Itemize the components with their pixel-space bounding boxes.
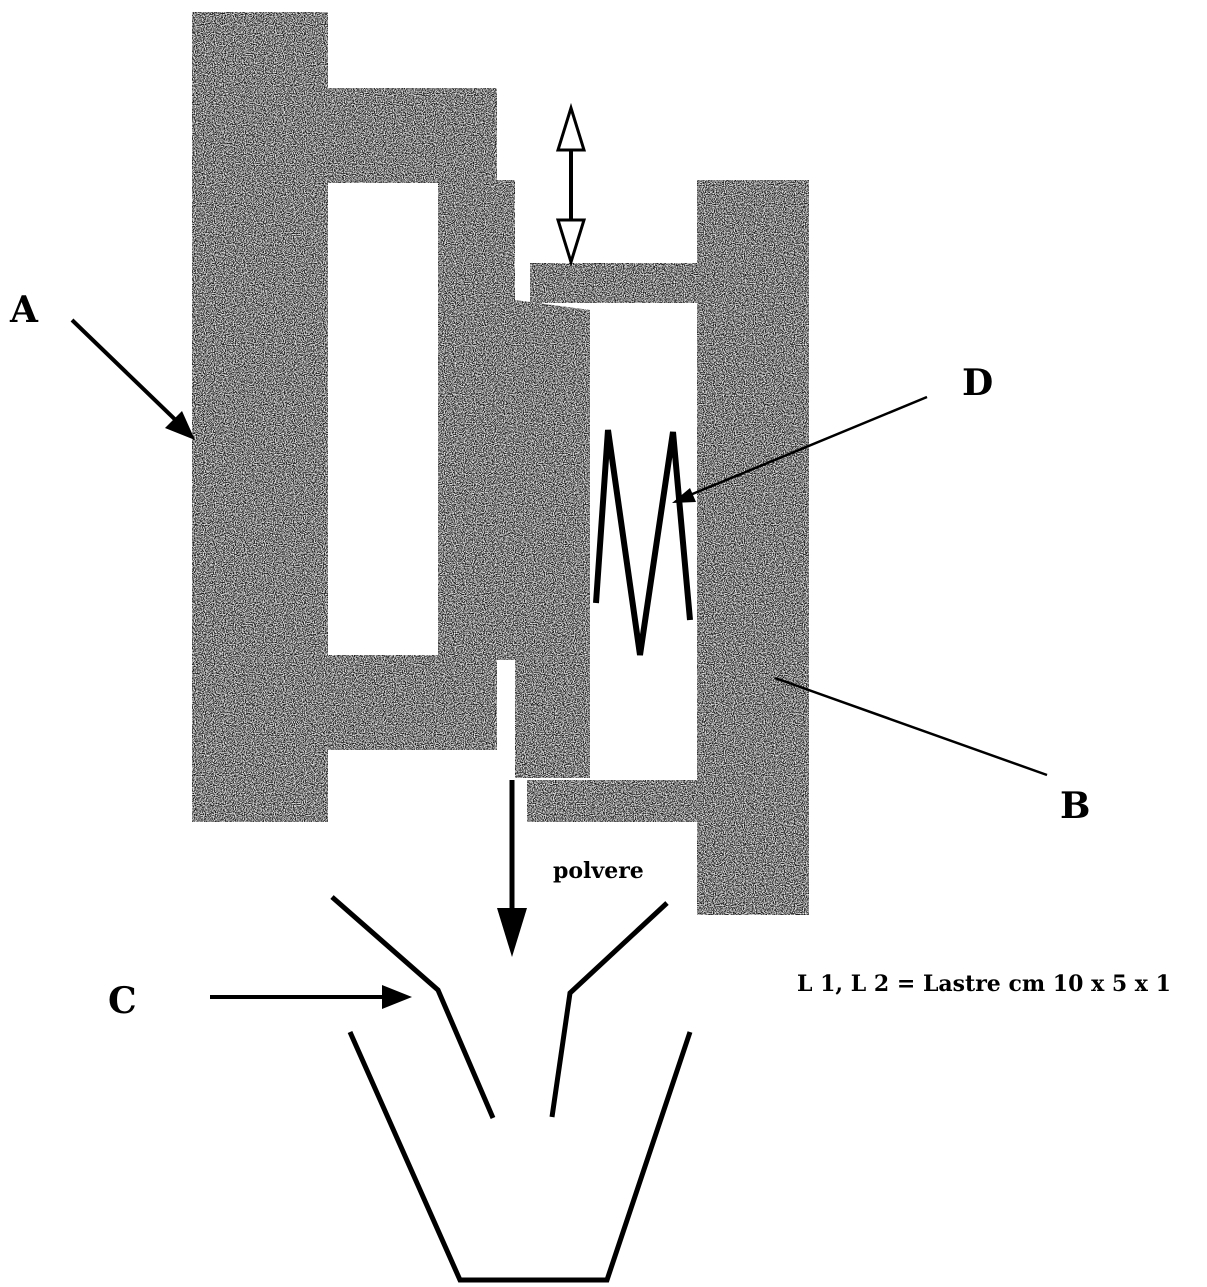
collector-cup bbox=[347, 1030, 693, 1283]
plate-b bbox=[527, 180, 809, 915]
note-plates: L 1, L 2 = Lastre cm 10 x 5 x 1 bbox=[797, 971, 1171, 997]
leader-b bbox=[774, 676, 1048, 777]
leader-lines bbox=[70, 318, 1048, 1009]
funnel-c bbox=[330, 895, 669, 1119]
label-b: B bbox=[1060, 785, 1090, 827]
label-a: A bbox=[9, 289, 39, 331]
inner-cavity bbox=[593, 306, 695, 778]
powder-arrow bbox=[497, 780, 527, 957]
plate-b-column bbox=[697, 180, 809, 915]
plate-b-bottom-bar bbox=[527, 780, 700, 822]
label-polvere: polvere bbox=[553, 858, 644, 884]
double-arrow bbox=[555, 102, 587, 268]
label-d: D bbox=[962, 362, 993, 404]
plate-b-top-bar bbox=[530, 263, 700, 303]
label-c: C bbox=[108, 980, 137, 1022]
leader-d bbox=[689, 395, 928, 497]
spring-element bbox=[593, 429, 693, 656]
plate-a-window bbox=[328, 183, 438, 655]
arrow-a bbox=[70, 318, 190, 434]
